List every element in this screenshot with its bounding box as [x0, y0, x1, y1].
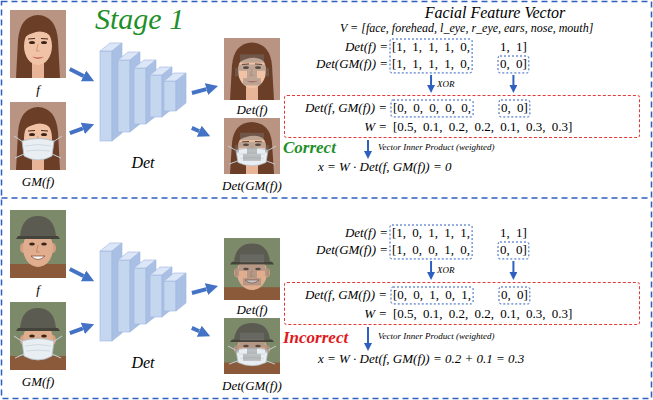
dotted-group-box [391, 100, 473, 117]
xor-arrow [512, 75, 514, 85]
detection-photo: Det(GM(f)) [212, 116, 292, 194]
vector-values: [1, 0, 1, 1, 1, [392, 226, 470, 241]
node-label: GM(f) [22, 175, 55, 190]
operator-label: XOR [437, 79, 455, 89]
verdict-label: Correct [283, 138, 336, 158]
xor-arrow [512, 261, 514, 272]
result-formula: x = W · Det(f, GM(f)) = 0.2 + 0.1 = 0.3 [318, 352, 524, 367]
annotation-marks [368, 39, 530, 343]
dotted-group-box [499, 100, 530, 117]
dotted-group-box [391, 287, 473, 304]
equation-term: Det(f, GM(f)) = [305, 101, 387, 116]
equation-term: Det(f) = [345, 40, 388, 55]
vector-values: [1, 1, 1, 1, 0, [392, 40, 470, 55]
vector-values: [1, 0, 0, 1, 0, [392, 243, 470, 258]
product-arrow [367, 327, 369, 343]
equation-term: Det(f, GM(f)) = [305, 288, 387, 303]
section-heading: Facial Feature Vector [425, 4, 566, 22]
detector-network: Det [96, 40, 190, 172]
flow-arrow [192, 89, 207, 93]
dotted-group-box [498, 56, 529, 73]
xor-arrow [430, 75, 432, 85]
flow-arrow [192, 289, 207, 293]
flow-arrow [70, 269, 84, 276]
detection-photo: Det(f) [220, 36, 284, 118]
stage-title: Stage 1 [95, 2, 184, 37]
vector-values: [0.5, 0.1, 0.2, 0.2, 0.1, 0.3, 0.3] [393, 120, 572, 135]
node-label: Det(GM(f)) [222, 379, 282, 394]
dotted-group-box [390, 39, 472, 73]
flow-arrow [192, 128, 199, 131]
flow-arrow [70, 128, 83, 133]
equation-term: W = [364, 120, 387, 135]
node-label: Det [131, 154, 154, 172]
node-label: Det [131, 354, 154, 372]
node-label: Det(GM(f)) [222, 179, 282, 194]
node-label: Det(f) [236, 303, 267, 318]
masked-face-photo: GM(f) [8, 100, 68, 190]
xor-arrow [430, 261, 432, 272]
product-arrow [367, 140, 369, 151]
equation-term: Det(f) = [345, 226, 388, 241]
vector-values: 1, 1] [500, 40, 527, 55]
equation-term: W = [364, 307, 387, 322]
dotted-group-box [499, 287, 530, 304]
detection-photo: Det(GM(f)) [212, 316, 292, 394]
node-label: Det(f) [236, 103, 267, 118]
face-photo: f [8, 8, 68, 98]
vector-values: [0, 0, 0, 0, 0, [393, 101, 471, 116]
result-box: Det(f, GM(f)) = [0, 0, 1, 0, 1, 0, 0] W = [0… [284, 282, 640, 325]
vector-values: [0.5, 0.1, 0.2, 0.2, 0.1, 0.3, 0.3] [393, 307, 572, 322]
vector-values: [0, 0, 1, 0, 1, [393, 288, 471, 303]
vector-values: 0, 0] [501, 101, 528, 116]
face-photo: f [8, 208, 68, 298]
operation-label: Vector Inner Product (weighted) [378, 142, 494, 152]
node-label: GM(f) [22, 375, 55, 390]
flow-arrow [70, 328, 83, 333]
result-box: Det(f, GM(f)) = [0, 0, 0, 0, 0, 0, 0] W = [0… [284, 95, 640, 138]
equation-term: Det(GM(f)) = [316, 243, 388, 258]
vector-values: [1, 1, 1, 1, 0, [392, 57, 470, 72]
detector-network: Det [96, 240, 190, 372]
dotted-group-box [498, 242, 529, 259]
operation-label: Vector Inner Product (weighted) [378, 331, 494, 341]
vector-definition: V = [face, forehead, l_eye, r_eye, ears,… [340, 22, 593, 36]
flow-arrow [192, 328, 199, 331]
flow-arrow [70, 69, 84, 76]
vector-values: 0, 0] [501, 288, 528, 303]
node-label: f [36, 83, 40, 98]
vector-values: 0, 0] [500, 243, 527, 258]
node-label: f [36, 283, 40, 298]
result-formula: x = W · Det(f, GM(f)) = 0 [318, 160, 451, 175]
network-illustration [100, 43, 186, 341]
operator-label: XOR [437, 265, 455, 275]
vector-values: 0, 0] [500, 57, 527, 72]
masked-face-photo: GM(f) [8, 300, 68, 390]
equation-term: Det(GM(f)) = [316, 57, 388, 72]
detection-photo: Det(f) [220, 236, 284, 318]
vector-values: 1, 1] [500, 226, 527, 241]
verdict-label: Incorrect [283, 328, 348, 348]
panel-divider [2, 197, 652, 199]
dotted-group-box [390, 225, 472, 259]
